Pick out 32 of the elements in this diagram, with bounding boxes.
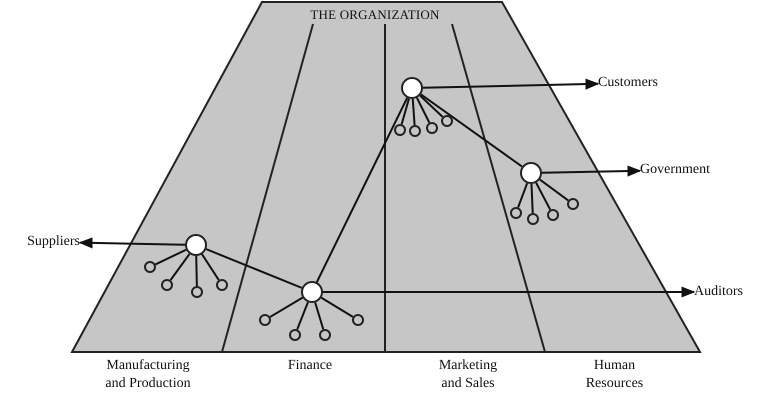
stakeholder-label: Suppliers	[14, 233, 80, 251]
connector-line	[530, 184, 534, 214]
arrow	[78, 237, 186, 249]
arrow	[323, 286, 696, 298]
connector-line	[170, 253, 190, 281]
connector-line	[154, 248, 186, 266]
arrow	[422, 78, 600, 90]
connector-line	[320, 296, 354, 318]
connector-line	[400, 98, 410, 124]
department-label: Marketing and Sales	[438, 357, 498, 393]
arrow	[542, 165, 642, 177]
connector-line	[206, 248, 302, 289]
connector-line	[296, 302, 309, 330]
department-label: Human Resources	[584, 357, 644, 393]
connector-line	[314, 302, 324, 330]
connector-line	[412, 98, 416, 126]
connector-line	[416, 97, 430, 124]
connector-line	[420, 94, 523, 168]
stakeholder-label: Government	[640, 161, 722, 179]
stakeholder-label: Customers	[598, 74, 670, 92]
stakeholder-label: Auditors	[694, 283, 756, 301]
connector-line	[316, 97, 408, 283]
connector-line	[517, 182, 528, 208]
diagram-title: THE ORGANIZATION	[309, 7, 441, 23]
connector-line	[539, 178, 569, 202]
connector-line	[195, 256, 198, 286]
connector-line	[270, 296, 304, 318]
connector-line	[201, 254, 220, 281]
department-label: Finance	[286, 357, 334, 375]
connector-line	[535, 182, 552, 210]
department-label: Manufacturing and Production	[104, 357, 192, 393]
connector-line	[419, 94, 444, 118]
